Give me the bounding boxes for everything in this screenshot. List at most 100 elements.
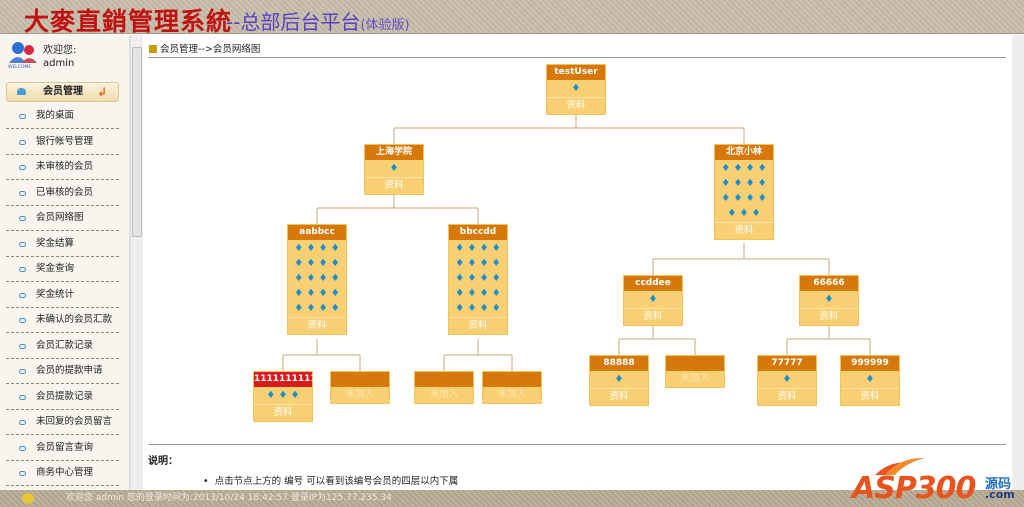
node-id-link[interactable]: testUser — [547, 65, 605, 80]
tree-node: 77777♦ 资料 — [757, 355, 817, 406]
sidebar-item[interactable]: 会员汇款记录 — [6, 334, 119, 359]
diamond-icon: ♦ — [841, 371, 899, 389]
username: admin — [43, 58, 75, 69]
node-id-link[interactable]: 上海学院 — [365, 145, 423, 160]
sidebar-item[interactable]: 会员网络图 — [6, 206, 119, 231]
sidebar-item[interactable]: 已审核的会员 — [6, 181, 119, 206]
scrollbar-thumb[interactable] — [132, 47, 142, 237]
node-info-link[interactable]: 资料 — [273, 407, 293, 418]
node-info-link[interactable]: 资料 — [734, 225, 754, 236]
section-icon — [17, 88, 26, 95]
diamond-icon: ♦ — [547, 80, 605, 98]
sidebar-item[interactable]: 奖金查询 — [6, 257, 119, 282]
sidebar-item[interactable]: 会员留言查询 — [6, 436, 119, 461]
empty-tree-node[interactable]: 未加入 — [330, 371, 390, 404]
sidebar-item-label: 已审核的会员 — [36, 186, 94, 198]
sidebar-item-label: 会员提款记录 — [36, 390, 94, 402]
empty-slot-label: 未加入 — [429, 389, 459, 400]
welcome-box: WELCOME 欢迎您:admin — [6, 39, 126, 75]
menu-item-icon — [19, 445, 26, 451]
diamond-icon: ♦ — [590, 371, 648, 389]
menu-item-icon — [19, 139, 26, 145]
diamond-icon: ♦ — [365, 160, 423, 178]
watermark-cn: 源码 — [985, 477, 1012, 492]
menu-item-icon — [19, 318, 26, 323]
node-id-link[interactable]: 北京小林 — [715, 145, 773, 160]
sidebar-item[interactable]: 会员的提款申请 — [6, 359, 119, 384]
diamond-icon: ♦ — [624, 291, 682, 309]
notes-item-text: 点击节点上方的 编号 可以看到该编号会员的四层以内下属 — [214, 476, 459, 487]
node-id-link[interactable]: 999999 — [841, 356, 899, 371]
tree-node: bbccdd♦ ♦ ♦ ♦♦ ♦ ♦ ♦♦ ♦ ♦ ♦♦ ♦ ♦ ♦♦ ♦ ♦ … — [448, 224, 508, 335]
tree-node: 66666♦ 资料 — [799, 275, 859, 326]
sidebar-item[interactable]: 我的桌面 — [6, 104, 119, 129]
tree-node: 88888♦ 资料 — [589, 355, 649, 406]
node-info-link[interactable]: 资料 — [609, 391, 629, 402]
node-header — [331, 372, 389, 387]
node-info-link[interactable]: 资料 — [777, 391, 797, 402]
watermark-logo: ASP300 源码 .com — [850, 455, 1020, 506]
node-info-link[interactable]: 资料 — [384, 180, 404, 191]
diamond-icon: ♦ — [800, 291, 858, 309]
subtitle-text: --总部后台平台 — [226, 10, 361, 34]
sidebar-item[interactable]: 奖金统计 — [6, 283, 119, 308]
sidebar-item[interactable]: 商务中心管理 — [6, 461, 119, 486]
main-scrollbar[interactable] — [1012, 35, 1024, 490]
node-info-link[interactable]: 资料 — [307, 320, 327, 331]
menu-section-member-management[interactable]: 会员管理↲ — [6, 82, 119, 102]
empty-tree-node[interactable]: 未加入 — [665, 355, 725, 388]
sidebar-item[interactable]: 未审核的会员 — [6, 155, 119, 180]
sidebar-item-label: 未回复的会员留言 — [36, 416, 113, 427]
sidebar-item-label: 会员网络图 — [36, 212, 84, 223]
welcome-avatar-icon: WELCOME — [8, 42, 37, 69]
breadcrumb: 会员管理-->会员网络图 — [149, 41, 260, 55]
version-label: (体验版) — [360, 18, 410, 33]
node-id-link[interactable]: 11111111111 — [254, 372, 323, 387]
sidebar-scrollbar[interactable] — [130, 35, 143, 490]
node-info-link[interactable]: 资料 — [468, 320, 488, 331]
sidebar-item[interactable]: 未确认的会员汇款 — [6, 308, 119, 333]
node-info-link[interactable]: 资料 — [860, 391, 880, 402]
sidebar-item-label: 奖金统计 — [36, 288, 75, 300]
tree-node: 上海学院♦ 资料 — [364, 144, 424, 195]
tree-node: 999999♦ 资料 — [840, 355, 900, 406]
collapse-arrow-icon[interactable]: ↲ — [97, 85, 108, 99]
sidebar-item-label: 商务中心管理 — [36, 467, 94, 478]
menu-item-icon — [19, 216, 26, 221]
sidebar-item[interactable]: 奖金结算 — [6, 232, 119, 257]
login-info: 欢迎您 admin 您的登录时间为:2013/10/24 18:42:57 登录… — [66, 493, 392, 503]
sidebar-item-label: 奖金查询 — [36, 263, 75, 274]
node-id-link[interactable]: bbccdd — [449, 225, 507, 240]
diamond-icon: ♦ ♦ ♦ ♦♦ ♦ ♦ ♦♦ ♦ ♦ ♦♦ ♦ ♦ ♦♦ ♦ ♦ ♦ — [449, 240, 507, 318]
app-title: 大麥直銷管理系統 — [24, 7, 233, 36]
sidebar-item[interactable]: 未回复的会员留言 — [6, 410, 119, 435]
sidebar-item-label: 我的桌面 — [36, 110, 75, 121]
divider — [148, 57, 1006, 58]
diamond-icon: ♦ — [758, 371, 816, 389]
tree-node: testUser♦ 资料 — [546, 64, 606, 115]
sidebar-item-label: 未审核的会员 — [36, 161, 94, 172]
node-id-link[interactable]: 88888 — [590, 356, 648, 371]
sidebar-item-label: 会员留言查询 — [36, 441, 94, 453]
sidebar-item[interactable]: 会员提款记录 — [6, 385, 119, 410]
empty-slot-label: 未加入 — [345, 389, 375, 400]
tree-node: 11111111111♦ ♦ ♦ 资料 — [253, 371, 323, 422]
node-info-link[interactable]: 资料 — [566, 100, 586, 111]
node-info-link[interactable]: 资料 — [643, 311, 663, 322]
notes-item: • 点击节点上方的 编号 可以看到该编号会员的四层以内下属 — [203, 476, 459, 487]
menu-item-icon — [19, 292, 26, 298]
diamond-icon: ♦ ♦ ♦ — [254, 387, 312, 405]
node-id-link[interactable]: 77777 — [758, 356, 816, 371]
empty-tree-node[interactable]: 未加入 — [414, 371, 474, 404]
node-id-link[interactable]: ccddee — [624, 276, 682, 291]
empty-slot-label: 未加入 — [497, 389, 527, 400]
sidebar-item[interactable]: 银行帐号管理 — [6, 130, 119, 155]
flame-icon — [875, 457, 925, 475]
empty-tree-node[interactable]: 未加入 — [482, 371, 542, 404]
breadcrumb-icon — [149, 45, 157, 53]
node-header — [666, 356, 724, 371]
node-id-link[interactable]: 66666 — [800, 276, 858, 291]
node-info-link[interactable]: 资料 — [819, 311, 839, 322]
node-id-link[interactable]: aabbcc — [288, 225, 346, 240]
divider — [148, 444, 1006, 445]
